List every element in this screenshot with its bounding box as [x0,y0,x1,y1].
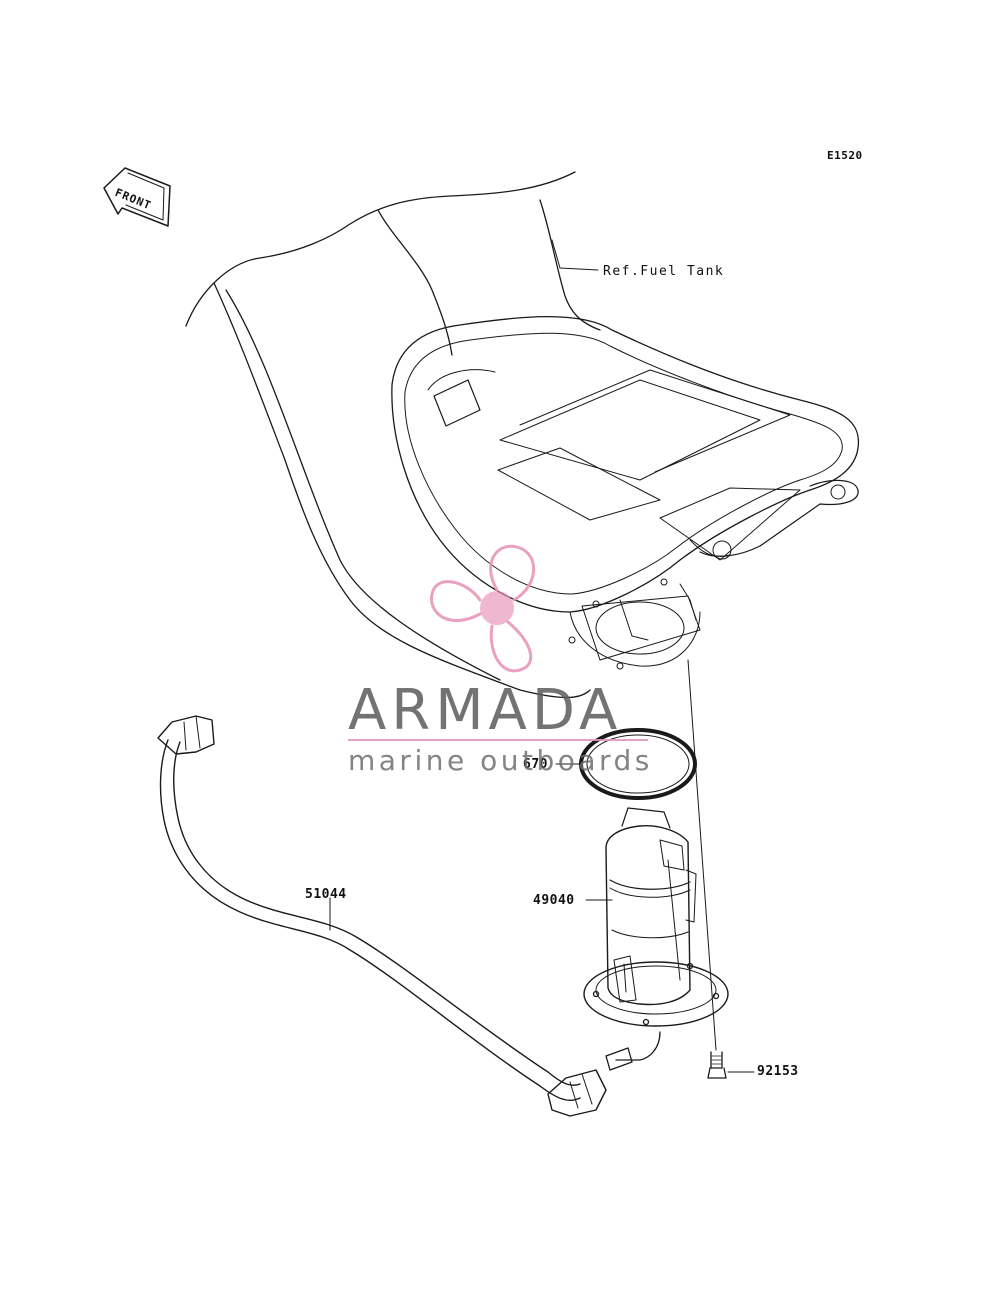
part-number-51044[interactable]: 51044 [305,887,347,902]
front-arrow-icon [103,167,171,227]
bolt [707,1051,727,1079]
fuel-hose [157,715,607,1117]
vehicle-body-outline [185,171,601,699]
fuel-tank [391,316,860,670]
part-number-49040[interactable]: 49040 [533,893,575,908]
reference-label: Ref.Fuel Tank [603,264,725,279]
part-number-670[interactable]: 670 [523,757,548,772]
watermark-title: ARMADA [348,678,623,743]
diagram-code: E1520 [827,149,863,162]
part-number-92153[interactable]: 92153 [757,1064,799,1079]
watermark-divider [348,739,648,741]
bolt-axis-leader [687,659,717,1051]
ref-leader [551,239,599,271]
fuel-pump [583,807,729,1071]
armada-logo-icon [430,544,536,673]
watermark-subtitle: marine outboards [348,744,653,777]
